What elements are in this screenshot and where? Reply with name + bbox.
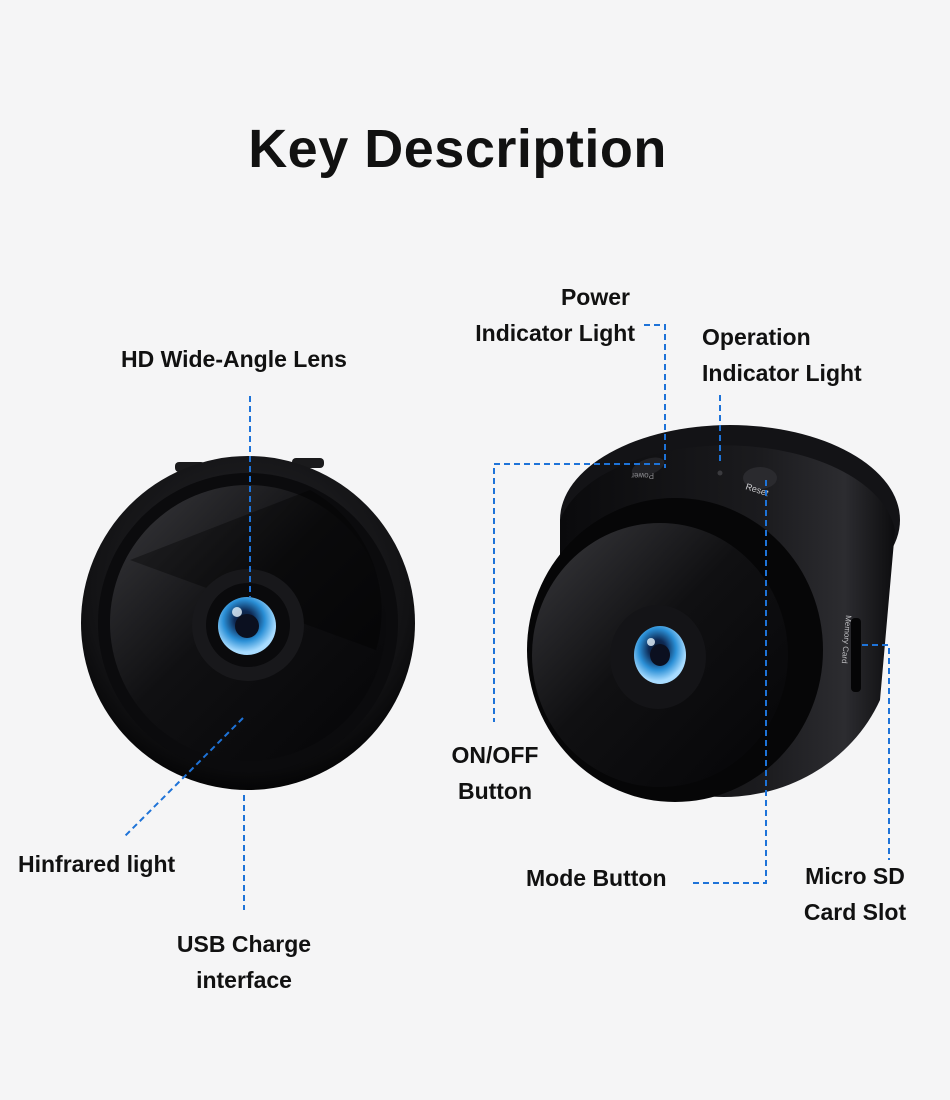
angled-camera: Reset Power Memory Card xyxy=(527,425,900,802)
sd-slot-icon xyxy=(851,618,861,692)
leader-micro-sd xyxy=(862,644,890,860)
leader-mode xyxy=(690,480,767,884)
label-operation-light: Operation Indicator Light xyxy=(702,324,862,386)
label-hd-lens: HD Wide-Angle Lens xyxy=(121,346,347,372)
power-engraving: Power xyxy=(631,471,654,480)
power-button-icon xyxy=(631,457,665,477)
label-micro-sd: Micro SD Card Slot xyxy=(803,863,907,925)
label-usb: USB Charge interface xyxy=(176,931,312,993)
leader-infrared xyxy=(122,717,244,839)
indicator-light-icon xyxy=(717,470,723,476)
label-mode: Mode Button xyxy=(526,865,667,891)
page-title: Key Description xyxy=(248,119,667,179)
memory-card-engraving: Memory Card xyxy=(840,615,853,664)
label-infrared: Hinfrared light xyxy=(18,851,176,877)
leader-lines xyxy=(122,324,890,910)
leader-on-off xyxy=(493,463,660,722)
leader-power-light xyxy=(644,324,666,468)
reset-button-icon xyxy=(743,467,777,489)
front-camera xyxy=(81,456,415,790)
label-power-light: Power Indicator Light xyxy=(475,284,635,346)
label-on-off: ON/OFF Button xyxy=(451,742,539,804)
